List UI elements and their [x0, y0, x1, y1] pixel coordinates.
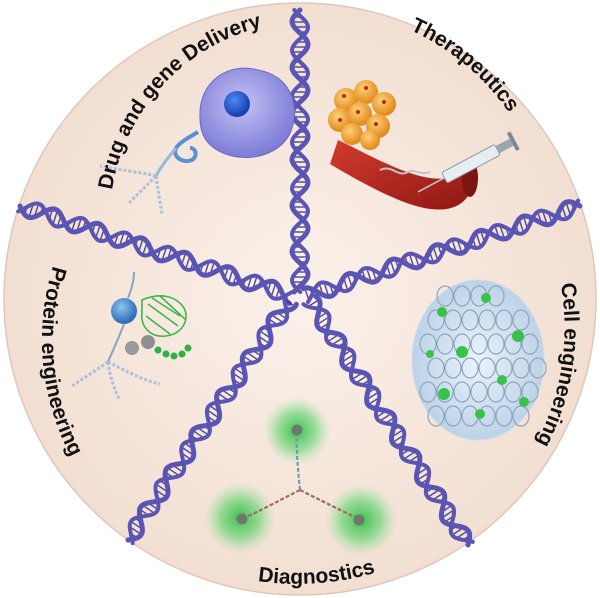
dna-arm-lower-right: [301, 293, 475, 548]
dna-arm-lower-left: [125, 294, 299, 546]
blood-vessel-syringe-icon: [328, 80, 520, 210]
dna-hydrogel-network-icon: [411, 279, 547, 441]
dna-arm-right: [301, 198, 583, 304]
fluorescent-y-dna-icon: [236, 424, 365, 526]
dna-arms: [16, 7, 583, 548]
background-disc: [3, 2, 597, 596]
protein-conjugate-icon: [71, 271, 192, 401]
cell-nanoparticle-icon: [99, 67, 296, 215]
dna-arm-left: [16, 201, 296, 306]
dna-arm-top: [289, 7, 311, 295]
